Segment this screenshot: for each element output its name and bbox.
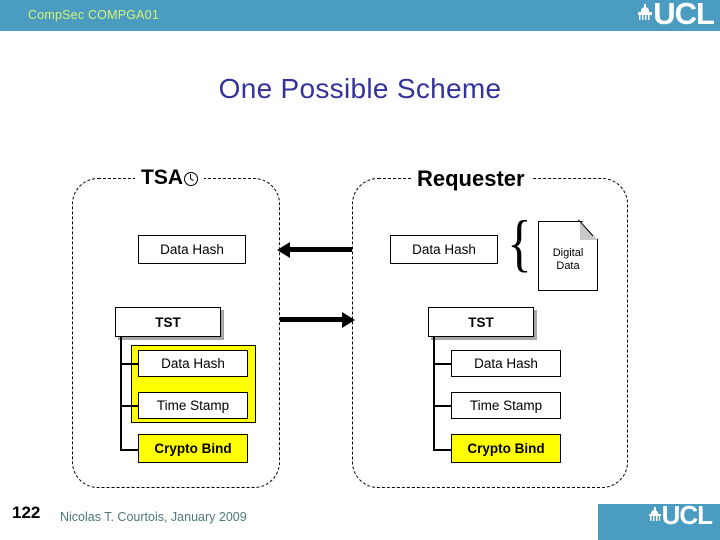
ucl-dome-icon bbox=[638, 4, 653, 20]
arrow-tst-response-shaft bbox=[280, 317, 342, 322]
requester-tst-box: TST bbox=[428, 307, 534, 337]
tsa-child-crypto-bind-box: Crypto Bind bbox=[138, 434, 248, 463]
ucl-logo-footer: UCL bbox=[648, 500, 713, 530]
party-label-requester: Requester bbox=[411, 166, 531, 192]
requester-child-time-stamp-box: Time Stamp bbox=[451, 392, 561, 419]
author-credit: Nicolas T. Courtois, January 2009 bbox=[60, 510, 247, 524]
arrow-hash-request-shaft bbox=[290, 247, 352, 252]
arrow-tst-response-head bbox=[342, 311, 355, 328]
requester-tree-branch-1 bbox=[433, 363, 451, 365]
tsa-child-time-stamp-label: Time Stamp bbox=[156, 398, 230, 413]
requester-child-crypto-bind-box: Crypto Bind bbox=[451, 434, 561, 463]
requester-child-data-hash-label: Data Hash bbox=[474, 356, 538, 371]
requester-tree-trunk bbox=[433, 337, 435, 451]
requester-tree-branch-2 bbox=[433, 405, 451, 407]
tsa-data-hash-box: Data Hash bbox=[138, 235, 246, 264]
tsa-child-data-hash-box: Data Hash bbox=[138, 350, 248, 377]
requester-data-hash-box: Data Hash bbox=[390, 235, 498, 264]
tsa-tree-branch-3 bbox=[120, 449, 138, 451]
tsa-child-data-hash-label: Data Hash bbox=[161, 356, 225, 371]
footer-logo-background bbox=[598, 504, 720, 540]
party-label-tsa: TSA bbox=[135, 166, 204, 190]
tsa-tree-branch-2 bbox=[120, 405, 138, 407]
digital-data-line-1: Digital bbox=[552, 247, 584, 259]
course-title: CompSec COMPGA01 bbox=[28, 8, 160, 22]
requester-tree-branch-3 bbox=[433, 449, 451, 451]
party-boundary-requester: Requester bbox=[352, 166, 628, 488]
tsa-data-hash-label: Data Hash bbox=[160, 242, 224, 257]
digital-data-document-icon: Digital Data bbox=[538, 205, 609, 291]
arrow-hash-request-head bbox=[277, 241, 290, 258]
party-label-requester-text: Requester bbox=[417, 166, 525, 191]
clock-icon bbox=[184, 172, 198, 186]
requester-child-data-hash-box: Data Hash bbox=[451, 350, 561, 377]
requester-child-time-stamp-label: Time Stamp bbox=[469, 398, 543, 413]
ucl-logo-text: UCL bbox=[661, 500, 713, 530]
digital-data-line-2: Data bbox=[556, 260, 580, 272]
brace-icon: { bbox=[507, 207, 532, 278]
digital-data-label: Digital Data bbox=[538, 247, 598, 273]
tsa-child-crypto-bind-label: Crypto Bind bbox=[154, 441, 232, 456]
ucl-logo-text: UCL bbox=[653, 0, 715, 31]
page-title: One Possible Scheme bbox=[218, 73, 502, 104]
tsa-child-time-stamp-box: Time Stamp bbox=[138, 392, 248, 419]
party-boundary-tsa: TSA bbox=[72, 166, 280, 488]
requester-child-crypto-bind-label: Crypto Bind bbox=[467, 441, 545, 456]
requester-data-hash-label: Data Hash bbox=[412, 242, 476, 257]
party-label-tsa-text: TSA bbox=[141, 166, 183, 189]
ucl-logo-header: UCL bbox=[638, 0, 715, 31]
tsa-tree-trunk bbox=[120, 337, 122, 451]
tsa-tree-branch-1 bbox=[120, 363, 138, 365]
slide-number: 122 bbox=[12, 503, 41, 522]
tsa-tst-box: TST bbox=[115, 307, 221, 337]
requester-tst-label: TST bbox=[468, 314, 494, 330]
slide-header-bar: CompSec COMPGA01 UCL bbox=[0, 0, 720, 31]
ucl-dome-icon bbox=[648, 507, 661, 521]
tsa-tst-label: TST bbox=[155, 314, 181, 330]
